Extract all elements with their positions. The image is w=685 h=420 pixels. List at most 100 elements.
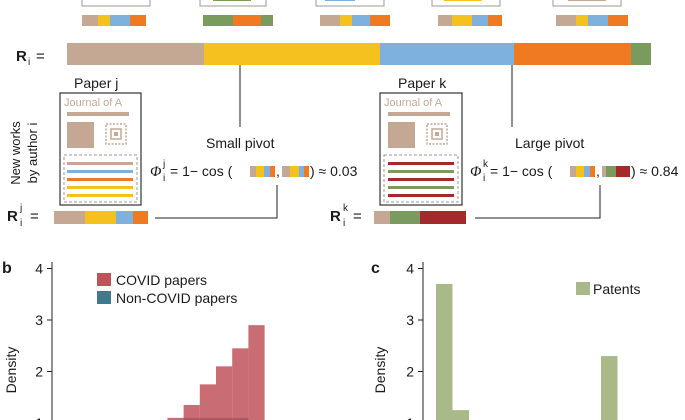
large-pivot-sub: i (483, 173, 485, 184)
panel-b-bars (167, 325, 265, 420)
paper-k-figure (388, 122, 415, 148)
small-pivot-vec-ri (250, 166, 275, 177)
rij-segment (85, 211, 116, 224)
patent-bar (452, 410, 469, 420)
ri-segment-orange (514, 43, 631, 65)
segment (488, 15, 502, 26)
ri-row: R i = (16, 43, 651, 68)
segment (438, 15, 452, 26)
small-pivot-sub: i (163, 173, 165, 184)
panel-c-legend: Patents (576, 281, 640, 297)
ri-segment-blue (380, 43, 514, 65)
legend-patents-swatch (576, 282, 590, 295)
covid-bar (167, 417, 184, 420)
covid-bar (216, 366, 233, 420)
segment (576, 15, 588, 26)
connector-rik (475, 185, 601, 219)
ri-eq: = (36, 48, 45, 65)
segment (203, 15, 233, 26)
segment (556, 15, 576, 26)
paper-j-title: Paper j (74, 75, 118, 91)
top-mini-papers (81, 0, 628, 26)
ytick-label: 2 (406, 364, 414, 380)
large-pivot-end: ) ≈ 0.84 (631, 163, 679, 179)
panel-c-yticks: 4321 (406, 261, 423, 420)
ri-segment-yellow (204, 43, 380, 65)
legend-noncovid-swatch (97, 291, 111, 304)
large-pivot: Large pivot Φ k i = 1− cos ( , ) ≈ 0.84 (470, 135, 679, 184)
panel-b: b Density 4321 COVID papers Non-COVID pa… (2, 260, 265, 420)
segment (110, 15, 130, 26)
panel-b-legend: COVID papers Non-COVID papers (97, 272, 237, 306)
rik-segment (390, 211, 420, 224)
paper-j-figure (67, 122, 94, 148)
segment (233, 15, 247, 26)
ytick-label: 4 (35, 261, 43, 277)
rik-sup: k (343, 203, 349, 214)
rij-segment (133, 211, 148, 224)
segment (352, 15, 370, 26)
paper-k-journal: Journal of A (384, 97, 443, 109)
paper-j-text-box (63, 154, 138, 203)
panel-b-yticks: 4321 (35, 261, 52, 420)
covid-bar (199, 384, 216, 420)
rik-row: R k i = (330, 203, 466, 229)
segment (320, 15, 340, 26)
legend-patents-label: Patents (593, 281, 640, 297)
small-pivot-vec-rij (282, 166, 309, 177)
small-pivot-comma: , (276, 163, 280, 179)
connector-rij (155, 185, 278, 219)
legend-covid-swatch (97, 273, 111, 286)
mini-paper-5 (552, 0, 628, 26)
new-works-label: New works by author i (8, 121, 40, 185)
rij-row: R j i = (7, 203, 148, 229)
ri-label: R (16, 48, 27, 65)
rij-label: R (7, 208, 18, 225)
ri-segment-green (631, 43, 651, 65)
new-works-line2: by author i (25, 123, 40, 184)
large-pivot-vec-rik (602, 166, 630, 177)
rik-eq: = (353, 208, 362, 225)
ytick-label: 1 (35, 415, 43, 420)
segment (82, 15, 98, 26)
large-pivot-sup: k (483, 159, 489, 170)
segment (247, 15, 261, 26)
segment (472, 15, 488, 26)
panel-b-letter: b (2, 260, 12, 277)
paper-j-chip-icon (105, 123, 127, 145)
large-pivot-vec-ri (570, 166, 595, 177)
segment (452, 15, 472, 26)
ytick-label: 3 (35, 312, 43, 328)
paper-j: Paper j Journal of A (59, 75, 142, 206)
patent-bar (601, 356, 618, 420)
panel-b-ylabel: Density (3, 347, 19, 394)
rik-sub: i (343, 218, 345, 229)
paper-k-chip-icon (426, 123, 448, 145)
mini-paper-4 (431, 0, 502, 26)
panel-c-bars (436, 283, 618, 420)
segment (261, 15, 273, 26)
panel-c: c Density 4321 Patents (371, 260, 640, 420)
ytick-label: 4 (406, 261, 414, 277)
mini-paper-1 (81, 0, 151, 26)
covid-bar (248, 325, 265, 420)
segment (370, 15, 390, 26)
segment (608, 15, 628, 26)
patent-bar (436, 283, 453, 420)
rij-sup: j (19, 203, 22, 214)
rij-segment (116, 211, 133, 224)
rij-segment (54, 211, 85, 224)
ri-sub: i (28, 57, 30, 68)
legend-noncovid-label: Non-COVID papers (116, 290, 237, 306)
small-pivot-phi: Φ (150, 164, 162, 180)
small-pivot-end: ) ≈ 0.03 (310, 163, 358, 179)
rik-segment (420, 211, 466, 224)
large-pivot-phi: Φ (470, 164, 482, 180)
large-pivot-label: Large pivot (515, 135, 584, 151)
mini-paper-3 (315, 0, 390, 26)
rik-label: R (330, 208, 341, 225)
small-pivot-label: Small pivot (206, 135, 275, 151)
small-pivot: Small pivot Φ j i = 1− cos ( , ) ≈ 0.03 (150, 135, 358, 184)
large-pivot-expr: = 1− cos ( (490, 163, 553, 179)
small-pivot-expr: = 1− cos ( (170, 163, 233, 179)
